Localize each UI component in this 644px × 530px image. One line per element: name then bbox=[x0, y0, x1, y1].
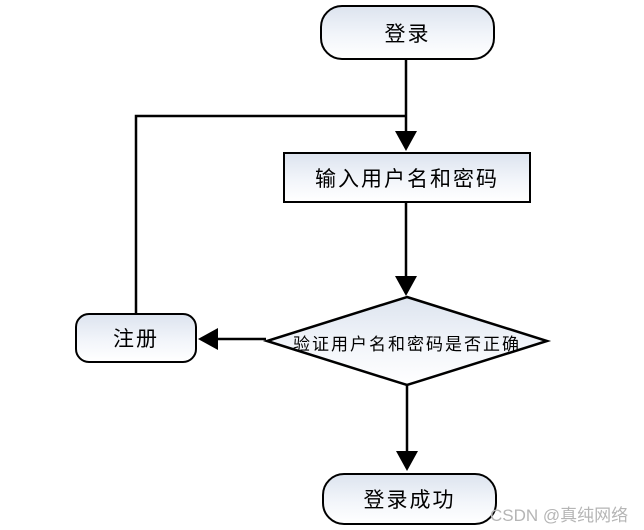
input-node: 输入用户名和密码 bbox=[283, 152, 531, 203]
edge-register-to-join bbox=[134, 114, 406, 313]
arrowhead-into-success bbox=[396, 451, 418, 471]
decision-node-label: 验证用户名和密码是否正确 bbox=[293, 335, 521, 354]
arrowhead-into-input bbox=[395, 131, 417, 151]
start-node-label: 登录 bbox=[384, 21, 431, 46]
success-node: 登录成功 bbox=[322, 473, 497, 525]
success-node-label: 登录成功 bbox=[363, 488, 456, 512]
start-node: 登录 bbox=[320, 5, 495, 60]
arrowhead-into-register bbox=[198, 328, 218, 350]
register-node-label: 注册 bbox=[113, 327, 159, 351]
csdn-watermark: CSDN @真纯网络 bbox=[490, 506, 629, 525]
register-node: 注册 bbox=[75, 313, 197, 363]
input-node-label: 输入用户名和密码 bbox=[315, 166, 499, 191]
arrowhead-into-decision bbox=[395, 276, 417, 296]
